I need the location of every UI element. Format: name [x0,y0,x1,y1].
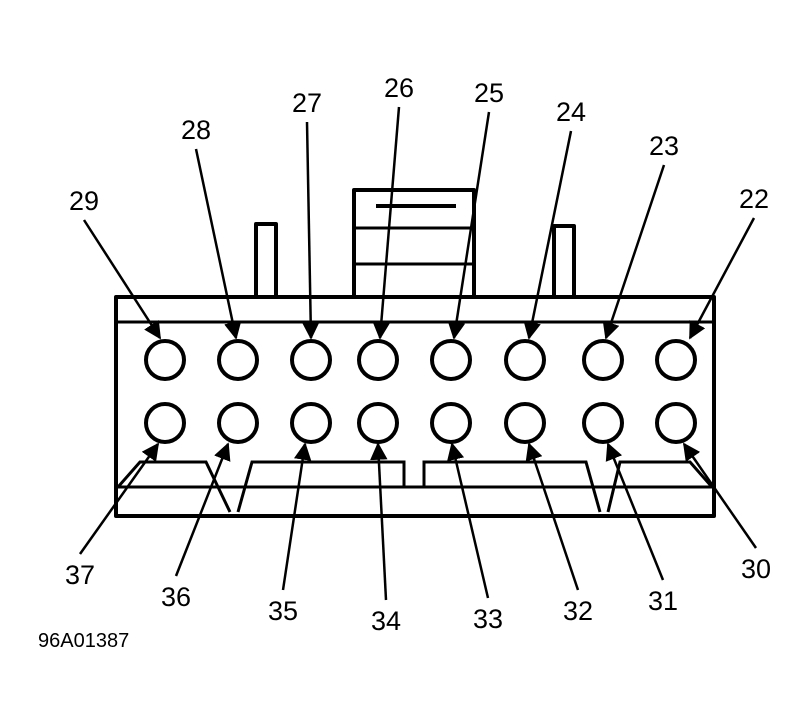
leader-line-pin-24 [523,130,573,340]
pin-31 [582,402,624,444]
pin-label-31: 31 [648,586,678,616]
pin-29 [144,339,186,381]
guide-post-right [552,224,576,299]
leader-line-pin-25 [447,111,491,340]
pin-25 [430,339,472,381]
leader-line-pin-30 [682,442,758,549]
pin-label-37: 37 [65,560,95,590]
pin-37 [144,402,186,444]
pin-28 [217,339,259,381]
leader-line-pin-32 [525,442,580,591]
locking-tab [352,188,476,299]
pin-label-33: 33 [473,604,503,634]
figure-id: 96A01387 [38,630,129,652]
pin-label-30: 30 [741,554,771,584]
pin-label-35: 35 [268,596,298,626]
pin-label-22: 22 [739,184,769,214]
pin-34 [357,402,399,444]
pin-22 [655,339,697,381]
pin-24 [504,339,546,381]
leader-line-pin-35 [281,442,312,591]
pin-label-34: 34 [371,606,401,636]
pin-leader-lines [78,106,758,601]
pin-label-36: 36 [161,582,191,612]
leader-line-pin-22 [688,217,756,340]
leader-line-pin-33 [447,442,490,599]
leader-line-pin-26 [372,106,401,340]
leader-line-pin-23 [602,164,666,340]
pin-label-26: 26 [384,73,414,103]
pin-label-23: 23 [649,131,679,161]
pin-label-27: 27 [292,88,322,118]
leader-line-pin-37 [78,442,160,555]
pin-label-32: 32 [563,596,593,626]
pin-33 [430,402,472,444]
pin-35 [290,402,332,444]
leader-line-pin-31 [605,442,665,581]
leader-line-pin-27 [301,121,320,340]
pin-36 [217,402,259,444]
pin-label-28: 28 [181,115,211,145]
pin-32 [504,402,546,444]
leader-line-pin-29 [82,219,162,340]
guide-post-left [254,222,278,299]
bottom-row-pins [144,402,697,444]
leader-line-pin-34 [370,442,388,601]
pin-23 [582,339,624,381]
leader-line-pin-28 [194,148,242,340]
pin-26 [357,339,399,381]
pin-label-29: 29 [69,186,99,216]
pin-30 [655,402,697,444]
pin-number-labels: 29 28 27 26 25 24 23 22 37 36 35 34 33 32 31 30 [65,73,771,636]
pin-label-24: 24 [556,97,586,127]
leader-line-pin-36 [174,442,231,577]
top-row-pins [144,339,697,381]
pin-27 [290,339,332,381]
pin-label-25: 25 [474,78,504,108]
bottom-keying-profile [116,460,714,513]
